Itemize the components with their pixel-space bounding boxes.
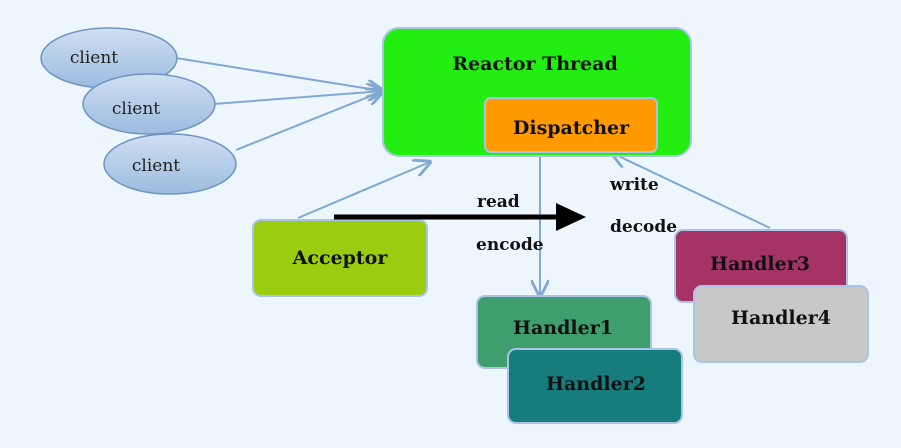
- client-node-3: client: [103, 133, 237, 195]
- reactor-thread-label: Reactor Thread: [452, 53, 617, 75]
- client-3-connector: [235, 91, 383, 151]
- client-label: client: [70, 48, 118, 68]
- dispatcher-label: Dispatcher: [513, 117, 630, 139]
- handler1-label: Handler1: [513, 317, 613, 339]
- read-label: read: [477, 192, 520, 212]
- client-1-connector: [175, 57, 383, 91]
- client-node-2: client: [82, 73, 216, 135]
- client-node-1: client: [40, 27, 178, 89]
- handler2-box: Handler2: [507, 348, 683, 424]
- handler4-box: Handler4: [693, 285, 869, 363]
- client-2-connector: [213, 91, 383, 105]
- acceptor-box: Acceptor: [252, 219, 428, 297]
- handler2-label: Handler2: [546, 373, 646, 395]
- flow-arrow: [334, 203, 586, 231]
- handler3-label: Handler3: [710, 253, 810, 275]
- handler3-to-dispatcher-connector: [612, 153, 771, 229]
- acceptor-connector: [297, 162, 430, 219]
- handler4-label: Handler4: [731, 307, 831, 329]
- encode-label: encode: [476, 235, 544, 255]
- client-label: client: [132, 156, 180, 176]
- client-label: client: [112, 99, 160, 119]
- dispatcher-box: Dispatcher: [484, 97, 658, 153]
- decode-label: decode: [610, 217, 677, 237]
- acceptor-label: Acceptor: [292, 247, 389, 269]
- write-label: write: [609, 175, 659, 195]
